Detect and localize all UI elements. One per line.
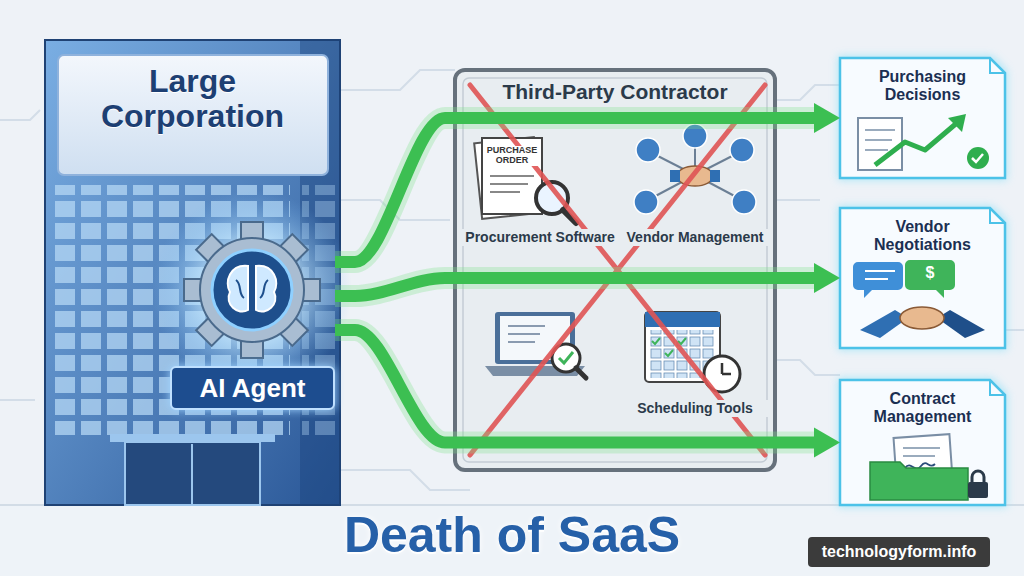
contract-icon bbox=[870, 434, 988, 500]
arrow-glow bbox=[335, 118, 814, 262]
tool-label: Scheduling Tools bbox=[618, 400, 772, 417]
negotiation-icon bbox=[853, 260, 985, 338]
purchasing-icon bbox=[948, 114, 966, 132]
building-illustration bbox=[125, 442, 260, 505]
circuit-lines bbox=[775, 85, 840, 100]
document-heading: PURCHASE ORDER bbox=[484, 146, 540, 166]
building-name: Large Corporation bbox=[62, 64, 324, 134]
vendor-network-icon bbox=[670, 170, 680, 182]
arrow-line bbox=[335, 118, 814, 262]
ai-gear-icon bbox=[184, 222, 320, 358]
vendor-network-icon bbox=[710, 170, 720, 182]
negotiation-icon bbox=[853, 262, 903, 298]
outcome-cards bbox=[840, 380, 1005, 505]
circuit-lines bbox=[775, 360, 840, 375]
laptop-icon bbox=[508, 341, 535, 343]
currency-symbol: $ bbox=[912, 263, 948, 282]
outcome-cards bbox=[840, 58, 1005, 505]
flow-arrow bbox=[335, 330, 814, 443]
ai-gear-icon bbox=[152, 190, 352, 390]
negotiation-icon bbox=[900, 307, 944, 329]
ai-gear-icon bbox=[152, 190, 352, 390]
vendor-network-icon bbox=[634, 190, 658, 214]
calendar-icon bbox=[722, 363, 731, 374]
purchase-order-icon bbox=[490, 183, 528, 185]
purchasing-icon bbox=[967, 147, 989, 169]
circuit-lines bbox=[0, 399, 35, 401]
tool-label: Procurement Software bbox=[458, 229, 622, 246]
card-glow bbox=[838, 206, 1007, 350]
watermark: technologyform.info bbox=[808, 537, 990, 567]
card-glow bbox=[838, 56, 1007, 507]
flow-arrow bbox=[335, 118, 814, 262]
tool-label: Vendor Management bbox=[618, 229, 772, 246]
building-illustration bbox=[58, 55, 328, 175]
purchasing-icon bbox=[875, 122, 958, 165]
purchase-order-icon bbox=[490, 175, 534, 177]
ai-gear-icon bbox=[212, 250, 292, 330]
outcome-cards bbox=[990, 58, 1005, 395]
card-title: Vendor Negotiations bbox=[848, 218, 997, 255]
ground-strip bbox=[0, 505, 1024, 576]
outcome-cards bbox=[840, 208, 1005, 348]
laptop-icon bbox=[508, 333, 540, 335]
circuit-lines bbox=[0, 110, 40, 120]
building-illustration bbox=[191, 444, 193, 505]
building: Large Corporation AI Agent bbox=[45, 40, 340, 505]
purchase-order-icon bbox=[482, 138, 542, 214]
negotiation-icon bbox=[905, 260, 955, 298]
building-illustration bbox=[110, 434, 275, 442]
vendor-network-icon bbox=[636, 138, 660, 162]
ai-gear-icon bbox=[200, 238, 304, 342]
ai-gear-icon bbox=[256, 266, 276, 312]
circuit-lines bbox=[1005, 329, 1024, 331]
card-title: Purchasing Decisions bbox=[848, 68, 997, 105]
card-glow bbox=[838, 56, 1007, 180]
card-glow bbox=[838, 378, 1007, 507]
contract-icon bbox=[972, 471, 984, 482]
purchasing-icon bbox=[972, 154, 983, 162]
circuit-lines bbox=[340, 70, 455, 90]
flow-arrow bbox=[335, 278, 814, 296]
laptop-icon bbox=[508, 325, 545, 327]
arrow-line bbox=[335, 330, 814, 443]
outcome-cards bbox=[840, 58, 1005, 178]
outcome-card: Contract Management bbox=[840, 380, 1005, 505]
page-title: Death of SaaS bbox=[262, 506, 762, 564]
ai-agent-box: AI Agent bbox=[170, 210, 335, 410]
purchasing-icon bbox=[865, 130, 895, 150]
laptop-icon bbox=[576, 368, 586, 378]
card-title: Contract Management bbox=[848, 390, 997, 427]
laptop-icon bbox=[559, 352, 573, 363]
negotiation-icon bbox=[865, 271, 895, 279]
agent-label: AI Agent bbox=[170, 366, 335, 410]
outcome-card: Vendor Negotiations bbox=[840, 208, 1005, 348]
arrow-line bbox=[335, 278, 814, 296]
circuit-lines bbox=[340, 470, 470, 490]
circuit-lines bbox=[775, 199, 820, 201]
purchase-order-icon bbox=[474, 137, 542, 219]
ai-gear-icon bbox=[228, 266, 248, 312]
connector-group bbox=[335, 118, 814, 443]
ground-strip bbox=[0, 505, 1024, 576]
contract-icon bbox=[968, 482, 988, 498]
outcome-card: Purchasing Decisions bbox=[840, 58, 1005, 178]
purchasing-icon bbox=[858, 114, 989, 170]
purchase-order-icon bbox=[490, 191, 520, 193]
negotiation-icon bbox=[937, 310, 985, 338]
purchase-order-icon bbox=[474, 137, 576, 223]
vendor-network-icon bbox=[730, 138, 754, 162]
outcome-cards bbox=[838, 56, 1007, 507]
contract-icon bbox=[903, 448, 940, 456]
arrow-glow bbox=[335, 330, 814, 443]
laptop-icon bbox=[485, 312, 586, 378]
ai-gear-icon bbox=[236, 280, 268, 298]
arrow-glow bbox=[335, 278, 814, 296]
panel-title: Third-Party Contractor bbox=[496, 80, 733, 104]
vendor-network-icon bbox=[732, 190, 756, 214]
contract-icon bbox=[870, 462, 968, 500]
